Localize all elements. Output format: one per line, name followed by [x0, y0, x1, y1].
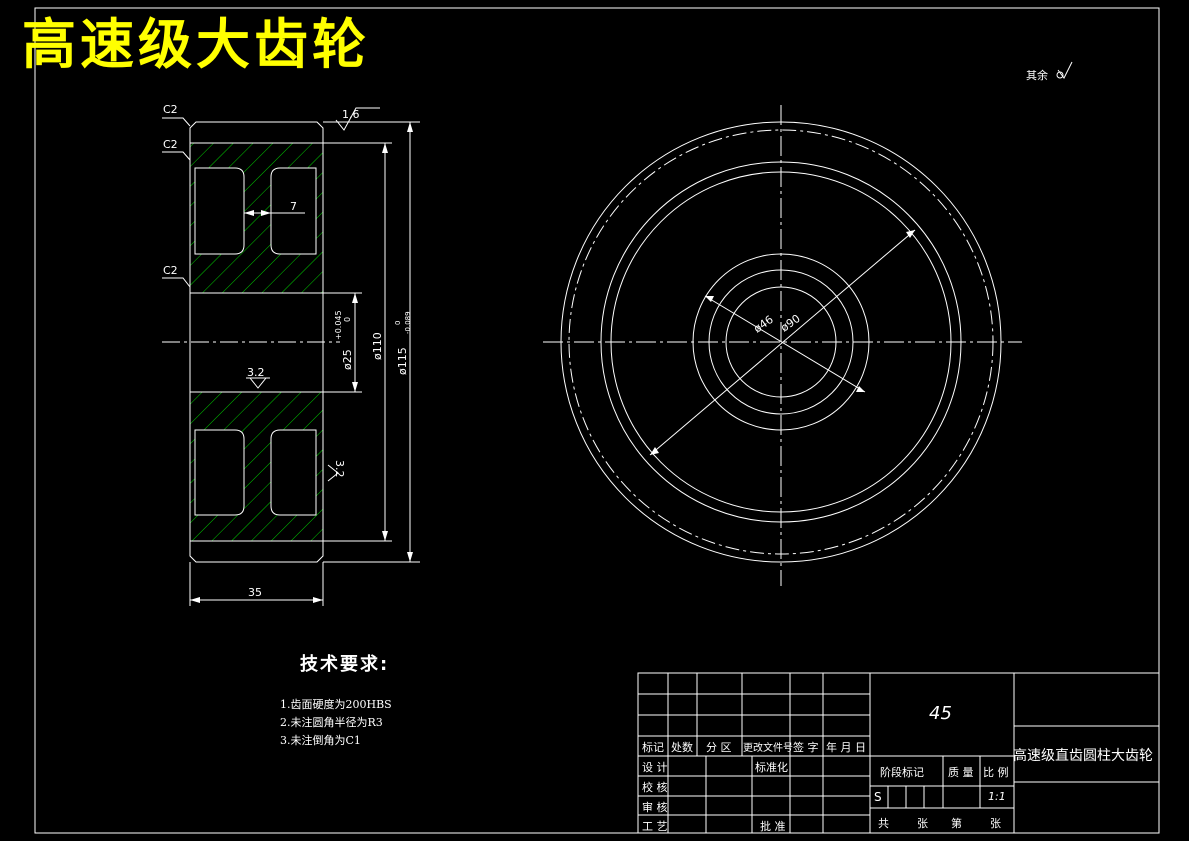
lower-hatched-section — [189, 391, 324, 542]
tb-sheet: 张 — [990, 817, 1001, 830]
drawing-border — [34, 7, 1160, 834]
tb-stage-s: S — [874, 790, 882, 804]
section-view — [162, 61, 1073, 606]
roughness-note: 其余 — [1026, 68, 1048, 82]
tb-stage-mark: 阶段标记 — [880, 766, 924, 779]
chamfer-label: C2 — [163, 264, 178, 277]
tb-header: 分 区 — [706, 741, 732, 754]
tb-scale-label: 比 例 — [983, 766, 1009, 779]
title-block — [637, 672, 1160, 834]
roughness-label: 1.6 — [342, 108, 360, 121]
tb-process: 工 艺 — [642, 820, 668, 833]
tb-sheet: 张 — [917, 817, 928, 830]
tb-header: 更改文件号 — [743, 743, 793, 754]
front-mid-dim-label: ø90 — [778, 312, 802, 335]
bore-tolerance-lower: 0 — [343, 317, 352, 322]
web-thickness-label: 7 — [290, 200, 297, 213]
tb-sheet: 第 — [951, 817, 962, 830]
tb-part-name: 高速级直齿圆柱大齿轮 — [1013, 748, 1153, 764]
page-title: 高速级大齿轮 — [22, 13, 370, 76]
tb-review: 审 核 — [642, 801, 668, 814]
tb-check: 校 核 — [642, 781, 668, 794]
tech-requirement-item: 2.未注圆角半径为R3 — [280, 716, 383, 729]
outer-tolerance-upper: 0 — [394, 321, 402, 325]
chamfer-label: C2 — [163, 138, 178, 151]
front-view — [543, 105, 1022, 586]
front-small-dim-label: ø46 — [751, 313, 775, 336]
upper-hatched-section — [189, 142, 324, 294]
roughness-label: 3.2 — [247, 366, 265, 379]
tb-scale: 1:1 — [988, 790, 1006, 803]
bore-tolerance-upper: +0.045 — [334, 310, 343, 340]
chamfer-label: C2 — [163, 103, 178, 116]
tech-requirement-item: 3.未注倒角为C1 — [280, 734, 361, 747]
outer-tolerance-lower: -0.089 — [404, 311, 412, 334]
tb-design: 设 计 — [642, 761, 668, 774]
hub-dimension-label: ø110 — [371, 332, 384, 360]
outer-dimension-label: ø115 — [396, 347, 409, 375]
tb-weight: 质 量 — [948, 766, 974, 779]
bore-dimension-label: ø25 — [341, 349, 354, 370]
width-dimension-label: 35 — [248, 586, 262, 599]
tb-material: 45 — [929, 703, 952, 724]
tech-requirement-item: 1.齿面硬度为200HBS — [280, 698, 392, 711]
roughness-label: 3.2 — [333, 460, 346, 478]
tech-requirements-heading: 技术要求: — [300, 654, 390, 675]
tb-approve: 批 准 — [760, 820, 786, 833]
tb-header: 年 月 日 — [826, 741, 866, 754]
tb-standardize: 标准化 — [755, 761, 788, 774]
tb-header: 签 字 — [793, 741, 819, 754]
tb-sheet: 共 — [878, 817, 889, 830]
front-arrows — [650, 230, 915, 455]
tb-header: 处数 — [671, 741, 693, 754]
dimension-arrows — [190, 122, 413, 603]
tb-header: 标记 — [642, 741, 664, 754]
